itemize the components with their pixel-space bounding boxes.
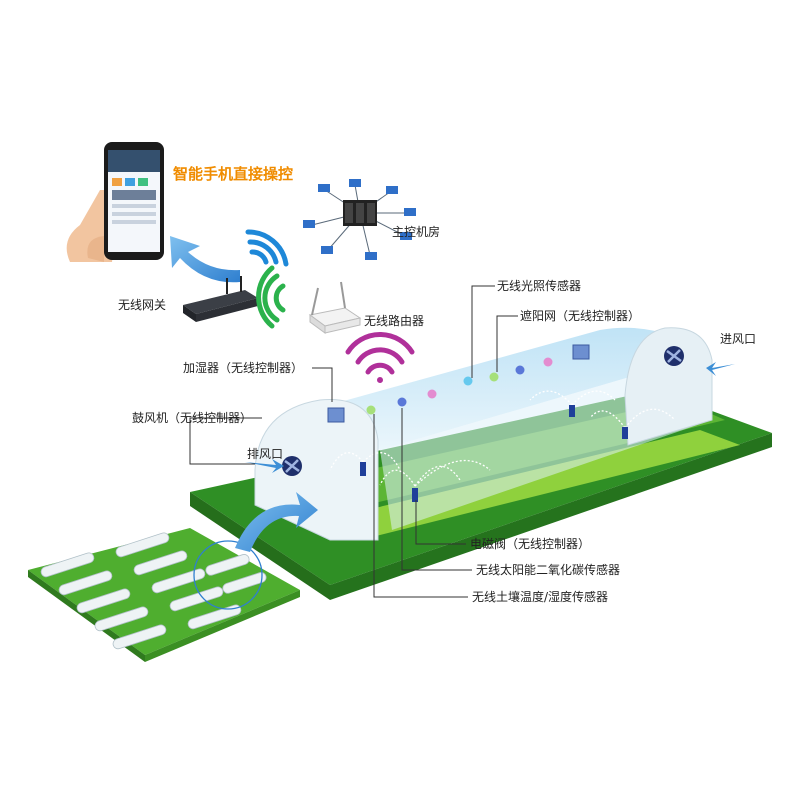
- zoom-arrow-icon: [235, 492, 318, 552]
- smartphone-icon: [66, 142, 164, 262]
- light-sensor-dot: [463, 376, 473, 386]
- solar-panel-icon: [572, 344, 590, 360]
- solar-panel-icon: [327, 407, 345, 423]
- title-smartphone-control: 智能手机直接操控: [173, 165, 294, 183]
- label-air-inlet: 进风口: [720, 332, 757, 346]
- sensor-dot: [543, 357, 553, 367]
- label-server-room: 主控机房: [392, 225, 441, 239]
- wifi-blue-icon: [245, 229, 289, 267]
- server-room-icon: [303, 179, 416, 260]
- inlet-arrow-icon: [706, 362, 735, 376]
- sensor-dot: [515, 365, 525, 375]
- label-shade-net: 遮阳网（无线控制器）: [520, 309, 641, 323]
- inlet-fan-icon: [664, 346, 684, 366]
- sensor-dot: [489, 372, 499, 382]
- sensor-dot: [397, 397, 407, 407]
- label-light-sensor: 无线光照传感器: [497, 279, 582, 293]
- router-icon: [308, 281, 362, 334]
- wifi-purple-icon: [345, 332, 415, 383]
- exhaust-fan-icon: [282, 456, 302, 476]
- label-gateway: 无线网关: [118, 298, 167, 312]
- label-exhaust: 排风口: [247, 447, 284, 461]
- label-solenoid-valve: 电磁阀（无线控制器）: [470, 537, 591, 551]
- greenhouse-array: [28, 528, 300, 662]
- tunnel-greenhouse: [254, 327, 713, 541]
- label-humidifier: 加湿器（无线控制器）: [183, 361, 304, 375]
- label-blower: 鼓风机（无线控制器）: [132, 411, 253, 425]
- label-router: 无线路由器: [364, 314, 425, 328]
- leader-lines: [189, 285, 518, 598]
- wifi-green-icon: [256, 265, 286, 329]
- gateway-icon: [183, 276, 258, 322]
- label-co2-sensor: 无线太阳能二氧化碳传感器: [476, 563, 621, 577]
- label-soil-sensor: 无线土壤温度/湿度传感器: [472, 590, 609, 604]
- phone-arrow-icon: [170, 236, 240, 283]
- exhaust-arrow-icon: [245, 459, 284, 473]
- sprinkler-icon: [329, 390, 676, 487]
- sensor-dot: [366, 405, 376, 415]
- zoom-circle: [193, 540, 263, 610]
- sensor-dot: [427, 389, 437, 399]
